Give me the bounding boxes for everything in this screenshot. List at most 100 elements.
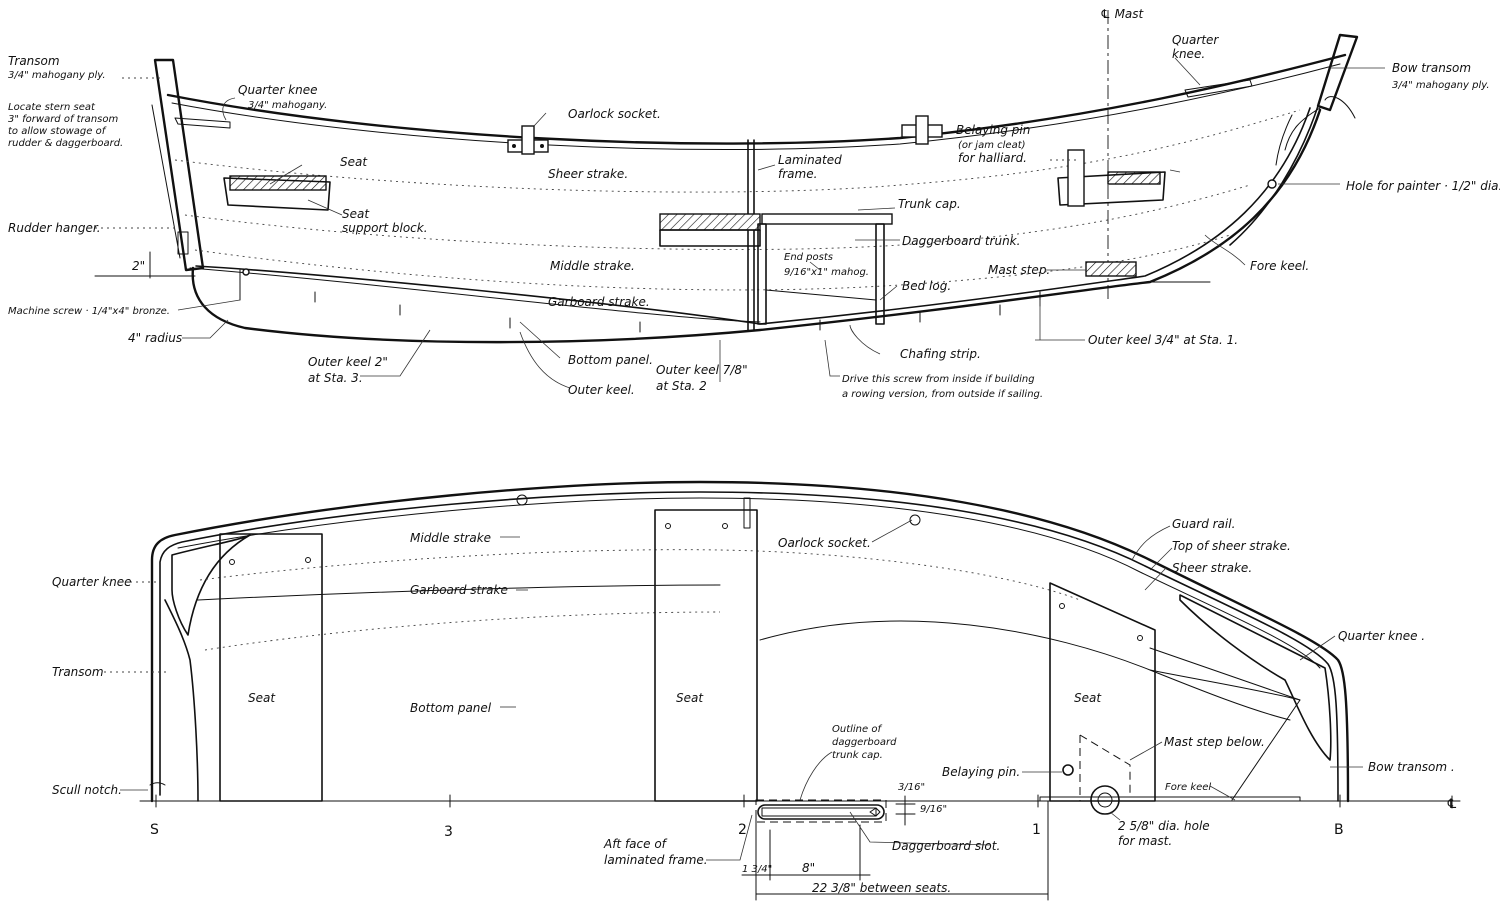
mid-seat-section xyxy=(659,213,761,231)
label-sheer-strake: Sheer strake. xyxy=(548,167,628,181)
sheer-line xyxy=(166,53,1347,145)
label-plan-seat-fwd: Seat xyxy=(1074,691,1102,705)
label-plan-bow-transom: Bow transom . xyxy=(1368,760,1455,774)
seat-mid-plan xyxy=(654,509,758,802)
label-station-1: 1 xyxy=(1032,822,1041,838)
guard-rail xyxy=(150,480,1350,803)
label-plan-garboard-strake: Garboard strake xyxy=(410,583,508,597)
label-hole-painter: Hole for painter · 1/2" dia. xyxy=(1346,179,1500,193)
label-bed-log: Bed log. xyxy=(902,279,951,293)
label-plan-top-sheer: Top of sheer strake. xyxy=(1172,539,1291,553)
label-plan-seat-mid: Seat xyxy=(676,691,704,705)
label-trunk-cap: Trunk cap. xyxy=(898,197,961,211)
label-outer-keel: Outer keel. xyxy=(568,383,635,397)
label-belaying-pin-3: for halliard. xyxy=(958,151,1027,165)
plan-view: Middle strake Oarlock socket. Guard rail… xyxy=(52,480,1461,901)
label-seat: Seat xyxy=(340,155,368,169)
label-dim-1-3-4: 1 3/4" xyxy=(742,864,772,875)
label-dim-9-16: 9/16" xyxy=(920,804,947,815)
label-laminated-frame-2: frame. xyxy=(778,167,817,181)
label-plan-quarter-knee-fwd: Quarter knee . xyxy=(1338,629,1425,643)
label-plan-scull-notch: Scull notch. xyxy=(52,783,122,797)
label-quarter-knee-mat: 3/4" mahogany. xyxy=(248,100,327,111)
label-garboard-strake: Garboard strake. xyxy=(548,295,650,309)
label-oarlock-socket: Oarlock socket. xyxy=(568,107,661,121)
label-chafing-strip: Chafing strip. xyxy=(900,347,981,361)
label-plan-outline-trunk-2: daggerboard xyxy=(832,737,897,748)
label-plan-mast-step: Mast step below. xyxy=(1164,735,1265,749)
label-quarter-knee: Quarter knee xyxy=(238,83,318,97)
label-station-b: B xyxy=(1334,822,1344,838)
seat-aft-plan xyxy=(219,533,323,802)
label-outer-keel-sta3-2: at Sta. 3. xyxy=(308,371,363,385)
label-bottom-panel: Bottom panel. xyxy=(568,353,653,367)
label-plan-fore-keel: Fore keel xyxy=(1165,782,1211,793)
label-station-2: 2 xyxy=(738,822,747,838)
label-outer-keel-sta1: Outer keel 3/4" at Sta. 1. xyxy=(1088,333,1238,347)
label-outer-keel-sta3: Outer keel 2" xyxy=(308,355,388,369)
label-seat-support: Seat xyxy=(342,207,370,221)
label-daggerboard-trunk: Daggerboard trunk. xyxy=(902,234,1020,248)
label-plan-oarlock-socket: Oarlock socket. xyxy=(778,536,871,550)
daggerboard-slot xyxy=(757,804,885,820)
label-outer-keel-sta2: Outer keel 7/8" xyxy=(656,363,748,377)
label-aft-face: Aft face of xyxy=(603,837,668,851)
label-plan-sheer-strake: Sheer strake. xyxy=(1172,561,1252,575)
label-fore-keel: Fore keel. xyxy=(1250,259,1309,273)
label-plan-seat-aft: Seat xyxy=(248,691,276,705)
label-belaying-pin-2: (or jam cleat) xyxy=(958,140,1026,151)
label-plan-middle-strake: Middle strake xyxy=(410,531,491,545)
label-seat-support-2: support block. xyxy=(342,221,428,235)
label-plan-quarter-knee-aft: Quarter knee xyxy=(52,575,132,589)
label-laminated-frame: Laminated xyxy=(778,153,842,167)
mast-hole-plan xyxy=(1090,785,1120,815)
label-dim-8: 8" xyxy=(802,861,815,875)
label-locate-seat-4: rudder & daggerboard. xyxy=(8,138,123,149)
oarlock-socket-aft xyxy=(507,125,549,155)
label-station-s: S xyxy=(150,822,159,838)
label-mast-hole: 2 5/8" dia. hole xyxy=(1118,819,1210,833)
label-radius: 4" radius xyxy=(128,331,182,345)
label-locate-seat: Locate stern seat xyxy=(8,102,96,113)
label-plan-bottom-panel: Bottom panel xyxy=(410,701,492,715)
label-plan-guard-rail: Guard rail. xyxy=(1172,517,1235,531)
label-station-3: 3 xyxy=(444,824,453,840)
bow-transom-side xyxy=(1316,33,1359,112)
hull-bottom xyxy=(191,108,1322,344)
label-end-posts: End posts xyxy=(784,252,833,263)
label-drive-screw-2: a rowing version, from outside if sailin… xyxy=(842,389,1043,400)
quarter-knee-fwd-plan xyxy=(1179,594,1332,761)
label-quarter-fwd: Quarter xyxy=(1172,33,1219,47)
quarter-knee-aft-plan xyxy=(171,534,251,636)
label-locate-seat-3: to allow stowage of xyxy=(8,126,107,137)
label-belaying-pin: Belaying pin xyxy=(956,123,1030,137)
label-mast-hole-2: for mast. xyxy=(1118,834,1172,848)
label-plan-cl: ℄ xyxy=(1446,797,1458,812)
seat-fwd-plan xyxy=(1049,582,1156,802)
label-daggerboard-slot: Daggerboard slot. xyxy=(892,839,1000,853)
label-transom: Transom xyxy=(8,54,60,68)
label-mast-step: Mast step. xyxy=(988,263,1050,277)
label-locate-seat-2: 3" forward of transom xyxy=(8,114,118,125)
oarlock-socket-fwd xyxy=(901,115,943,145)
label-plan-transom: Transom xyxy=(52,665,104,679)
label-bow-transom-ply: 3/4" mahogany ply. xyxy=(1392,80,1490,91)
label-quarter-fwd-2: knee. xyxy=(1172,47,1205,61)
label-plan-outline-trunk: Outline of xyxy=(832,724,882,735)
label-rudder-hanger: Rudder hanger. xyxy=(8,221,101,235)
side-view: Transom 3/4" mahogany ply. Locate stern … xyxy=(8,7,1500,400)
label-dim-between-seats: 22 3/8" between seats. xyxy=(812,881,951,895)
label-machine-screw: Machine screw · 1/4"x4" bronze. xyxy=(8,306,170,317)
label-mast-cl: ℄ Mast xyxy=(1100,7,1145,21)
label-middle-strake: Middle strake. xyxy=(550,259,635,273)
label-aft-face-2: laminated frame. xyxy=(604,853,708,867)
label-dim-2in: 2" xyxy=(132,259,145,273)
label-plan-belaying-pin: Belaying pin. xyxy=(942,765,1020,779)
label-dim-3-16: 3/16" xyxy=(898,782,925,793)
transom-side xyxy=(153,58,205,272)
label-transom-ply: 3/4" mahogany ply. xyxy=(8,70,106,81)
label-bow-transom: Bow transom xyxy=(1392,61,1471,75)
label-drive-screw: Drive this screw from inside if building xyxy=(842,374,1035,385)
